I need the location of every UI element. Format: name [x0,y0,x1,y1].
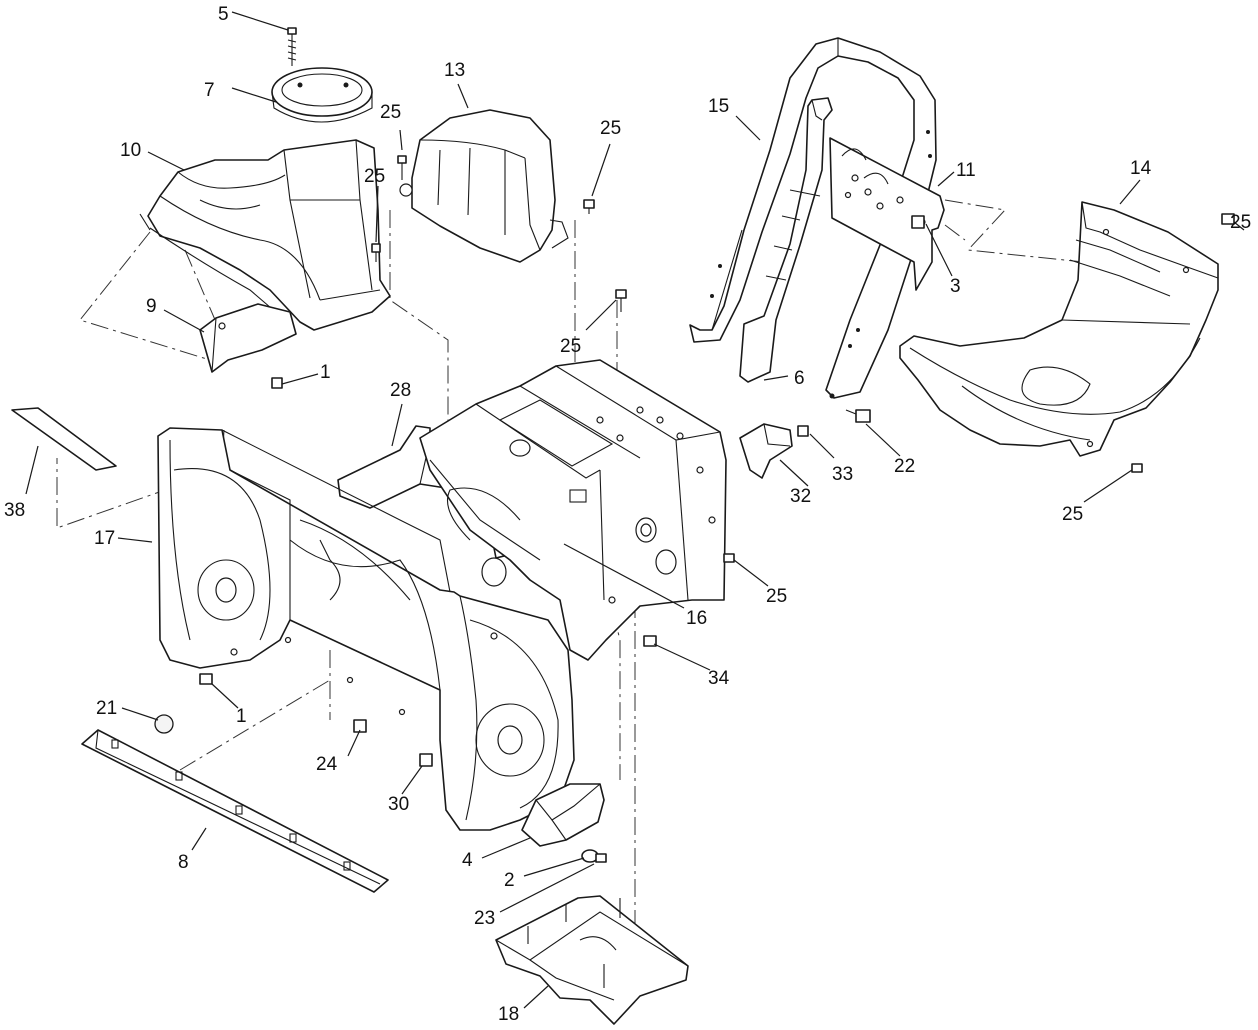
part-8-scraper-bar [81,729,389,893]
leader-lines [25,11,1245,1009]
callout-labels: 5 7 13 25 25 15 10 25 11 14 25 3 9 25 1 … [4,4,1251,1025]
part-18-base-plate [495,895,689,1025]
callout-25: 25 [600,118,621,139]
part-21-knob [154,714,174,734]
callout-8: 8 [178,852,189,873]
part-6-lever [739,97,833,383]
callout-13: 13 [444,60,465,81]
part-38-strip [11,407,117,471]
callout-9: 9 [146,296,157,317]
part-13-cover [399,109,569,263]
callout-6: 6 [794,368,805,389]
callout-14: 14 [1130,158,1152,179]
callout-16: 16 [686,608,707,629]
callout-32: 32 [790,486,811,507]
callout-1: 1 [320,362,331,383]
callout-4: 4 [462,850,473,871]
callout-25: 25 [380,102,401,123]
callout-15: 15 [708,96,729,117]
part-32-bracket [739,423,793,479]
fasteners [199,155,1235,863]
callout-7: 7 [204,80,215,101]
callout-25: 25 [766,586,787,607]
part-9-deflector [199,303,297,373]
callout-3: 3 [950,276,961,297]
callout-28: 28 [390,380,411,401]
callout-25: 25 [364,166,385,187]
part-7-ring [271,67,373,123]
callout-22: 22 [894,456,915,477]
part-5-screw [287,27,297,66]
part-3-fastener [911,215,925,229]
callout-30: 30 [388,794,409,815]
callout-11: 11 [956,160,976,181]
callout-24: 24 [316,754,338,775]
callout-25: 25 [560,336,581,357]
callout-2: 2 [504,870,515,891]
part-14-rear-cover [899,201,1219,457]
callout-5: 5 [218,4,229,25]
part-10-chute-housing [139,139,391,331]
callout-21: 21 [96,698,117,719]
part-4-skid-shoe [521,783,605,847]
callout-18: 18 [498,1004,519,1025]
part-17-auger-housing [157,427,575,831]
part-15-handle [689,37,937,399]
callout-33: 33 [832,464,853,485]
callout-1: 1 [236,706,247,727]
callout-10: 10 [120,140,141,161]
callout-23: 23 [474,908,495,929]
callout-34: 34 [708,668,730,689]
callout-38: 38 [4,500,25,521]
callout-25: 25 [1230,212,1251,233]
callout-17: 17 [94,528,115,549]
callout-25: 25 [1062,504,1083,525]
part-16-main-frame [419,359,727,661]
